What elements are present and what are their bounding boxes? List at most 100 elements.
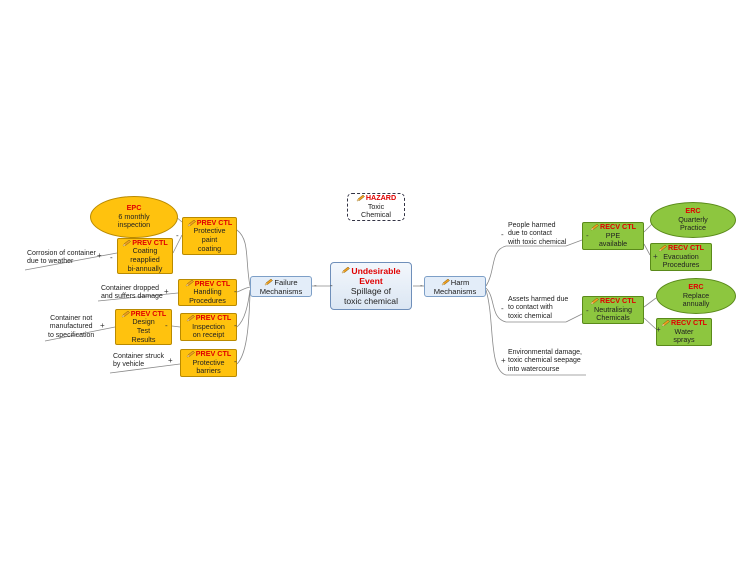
pencil-icon — [264, 278, 274, 285]
barriers-line2: barriers — [196, 366, 221, 376]
pencil-icon — [661, 319, 670, 327]
central-event[interactable]: Undesirable Event Spillage of toxic chem… — [330, 262, 412, 310]
erc-quarterly[interactable]: ERC Quarterly Practice — [650, 202, 736, 238]
erc-replace[interactable]: ERC Replace annually — [656, 278, 736, 314]
people-text[interactable]: People harmed due to contact with toxic … — [508, 222, 566, 247]
hazard-line1: Toxic — [367, 201, 385, 211]
epc-ellipse[interactable]: EPC 6 monthly inspection — [90, 196, 178, 238]
design-line3: Results — [131, 334, 156, 344]
central-expander[interactable]: - — [330, 281, 333, 290]
ppe-tag: RECV CTL — [600, 222, 636, 232]
erc1-line2: Practice — [680, 223, 706, 233]
pencil-icon — [590, 223, 599, 231]
pencil-icon — [186, 314, 195, 322]
pencil-icon — [186, 350, 195, 358]
ppe-line1: PPE — [605, 230, 621, 240]
hazard-line2: Chemical — [361, 210, 391, 220]
pencil-icon — [122, 239, 132, 246]
central-line1: Spillage of — [350, 286, 392, 296]
inspection-control[interactable]: PREV CTL Inspection on receipt — [180, 313, 237, 341]
env-line2: toxic chemical seepage — [508, 357, 581, 365]
design-control[interactable]: PREV CTL Design Test Results — [115, 309, 172, 345]
evac-tag: RECV CTL — [668, 243, 704, 253]
harm-mechanisms[interactable]: Harm Mechanisms — [424, 276, 486, 297]
struck-line2: by vehicle — [113, 361, 145, 369]
corrosion-line2: due to weather — [27, 258, 74, 266]
struck-expander[interactable]: + — [168, 356, 173, 365]
hazard-box[interactable]: HAZARD Toxic Chemical — [347, 193, 405, 221]
water-tag: RECV CTL — [671, 318, 707, 328]
reapply-line3: bi-annually — [127, 263, 163, 273]
evac-line1: Evacuation — [663, 251, 699, 261]
coating-control[interactable]: PREV CTL Protective paint coating — [182, 217, 237, 255]
water-line2: sprays — [673, 335, 695, 345]
dropped-text[interactable]: Container dropped and suffers damage — [101, 285, 163, 302]
design-expander[interactable]: - — [165, 321, 168, 330]
inspection-line2: on receipt — [192, 330, 225, 340]
reapply-tag: PREV CTL — [132, 237, 168, 247]
pencil-icon — [121, 310, 130, 317]
evac-expander[interactable]: + — [653, 252, 658, 261]
barriers-expander[interactable]: - — [234, 357, 237, 366]
reapply-line1: Coating — [132, 246, 158, 256]
pencil-icon — [441, 278, 450, 285]
neutral-expander[interactable]: - — [586, 306, 589, 315]
people-expander[interactable]: - — [501, 230, 504, 239]
neutral-line1: Neutralising — [594, 304, 632, 314]
central-line2: toxic chemical — [344, 296, 398, 307]
erc1-tag: ERC — [685, 206, 701, 216]
erc2-tag: ERC — [688, 282, 704, 292]
water-line1: Water — [674, 326, 694, 336]
water-sprays-control[interactable]: RECV CTL Water sprays — [656, 318, 712, 346]
design-line1: Design — [132, 317, 155, 327]
handling-control[interactable]: PREV CTL Handling Procedures — [178, 279, 237, 306]
reapply-line2: reapplied — [130, 255, 160, 264]
neutral-line2: Chemicals — [596, 313, 630, 323]
coating-line1: Protective — [193, 226, 226, 236]
dropped-expander[interactable]: + — [164, 287, 169, 296]
assets-line3: toxic chemical — [508, 312, 552, 320]
assets-text[interactable]: Assets harmed due to contact with toxic … — [508, 296, 568, 321]
corrosion-text[interactable]: Corrosion of container due to weather — [27, 250, 96, 267]
people-line1: People harmed — [508, 222, 556, 229]
notspec-expander[interactable]: + — [100, 321, 105, 330]
barriers-line1: Protective — [192, 357, 225, 367]
assets-expander[interactable]: - — [501, 304, 504, 313]
water-expander[interactable]: + — [656, 325, 661, 334]
harm-expander[interactable]: - — [420, 281, 423, 290]
corrosion-expander[interactable]: + — [97, 251, 102, 260]
env-expander[interactable]: + — [501, 356, 506, 365]
reapply-expander[interactable]: - — [110, 253, 113, 262]
coating-line2: paint — [201, 235, 218, 244]
corrosion-line1: Corrosion of container — [27, 250, 96, 257]
struck-text[interactable]: Container struck by vehicle — [113, 353, 164, 370]
barriers-tag: PREV CTL — [195, 349, 232, 359]
handling-expander[interactable]: - — [234, 287, 237, 296]
inspection-expander[interactable]: - — [234, 321, 237, 330]
reapply-control[interactable]: PREV CTL Coating reapplied bi-annually — [117, 238, 173, 274]
erc2-line2: annually — [682, 299, 710, 309]
design-line2: Test — [136, 326, 151, 335]
coating-expander[interactable]: - — [176, 231, 179, 240]
handling-line2: Procedures — [189, 295, 226, 305]
pencil-icon — [590, 297, 599, 305]
pencil-icon — [356, 194, 365, 202]
evacuation-control[interactable]: RECV CTL Evacuation Procedures — [650, 243, 712, 271]
design-tag: PREV CTL — [130, 308, 167, 318]
barriers-control[interactable]: PREV CTL Protective barriers — [180, 349, 237, 377]
epc-line2: inspection — [117, 220, 151, 230]
env-line3: into watercourse — [508, 365, 560, 373]
central-tag-2: Event — [359, 275, 383, 286]
struck-line1: Container struck — [113, 353, 164, 360]
failure-expander[interactable]: - — [314, 281, 317, 290]
neutral-tag: RECV CTL — [600, 296, 636, 306]
harm-line2: Mechanisms — [433, 286, 477, 296]
ppe-control[interactable]: RECV CTL PPE available — [582, 222, 644, 250]
hazard-tag: HAZARD — [365, 193, 397, 203]
environment-text[interactable]: Environmental damage, toxic chemical see… — [508, 349, 582, 374]
failure-mechanisms[interactable]: Failure Mechanisms — [250, 276, 312, 297]
notspec-text[interactable]: Container not manufactured to specificat… — [48, 315, 94, 340]
neutralising-control[interactable]: RECV CTL Neutralising Chemicals — [582, 296, 644, 324]
ppe-expander[interactable]: - — [586, 231, 589, 240]
